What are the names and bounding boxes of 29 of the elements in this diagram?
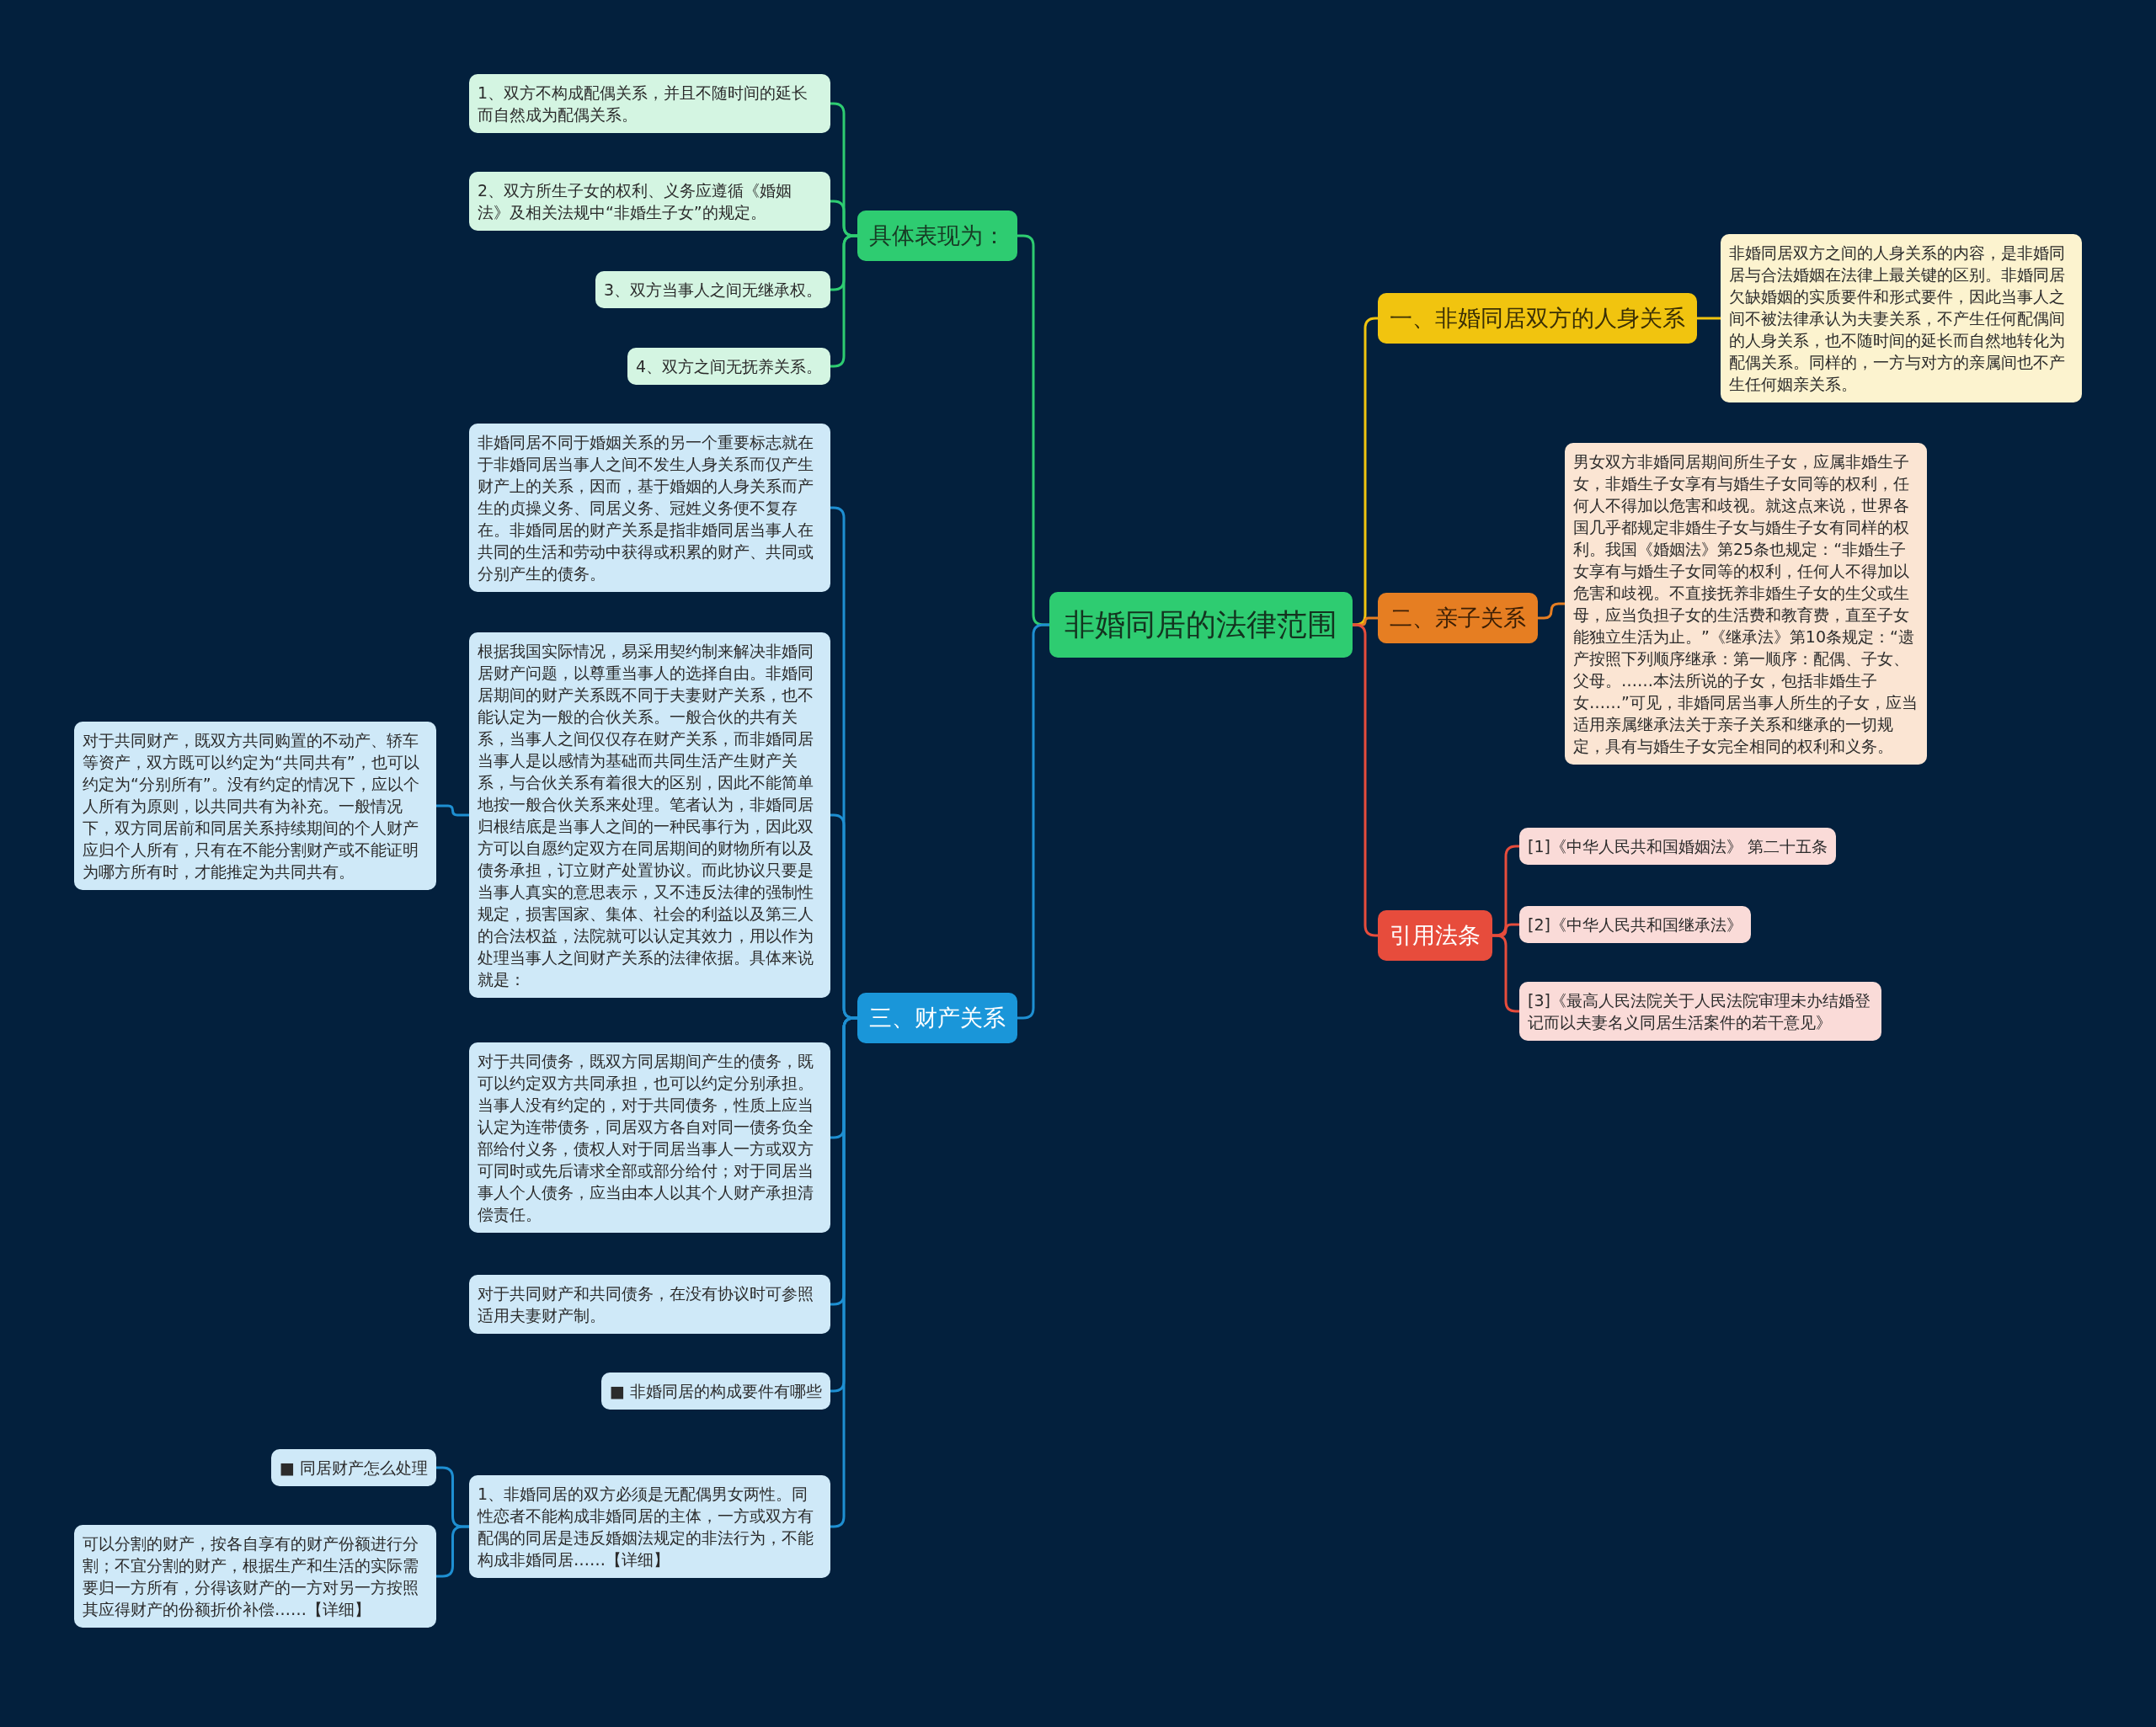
- note-box: 1、双方不构成配偶关系，并且不随时间的延长而自然成为配偶关系。: [469, 74, 830, 133]
- note-box: [1]《中华人民共和国婚姻法》 第二十五条: [1519, 828, 1836, 865]
- note-box: ■ 同居财产怎么处理: [271, 1449, 436, 1486]
- note-box: 非婚同居不同于婚姻关系的另一个重要标志就在于非婚同居当事人之间不发生人身关系而仅产生财产上的关系，因而，基于婚姻的人身关系而产生的贞操义务、同居义务、冠姓义务便不复存在。非婚同居的财产关系是指非婚同居当事人在共同的生活和劳动中获得或积累的财产、共同或分别产生的债务。: [469, 424, 830, 592]
- note-box: 可以分割的财产，按各自享有的财产份额进行分割；不宜分割的财产，根据生产和生活的实际需要归一方所有，分得该财产的一方对另一方按照其应得财产的份额折价补偿……【详细】: [74, 1525, 436, 1628]
- connector-line: [1538, 602, 1565, 620]
- note-box: 对于共同债务，既双方同居期间产生的债务，既可以约定双方共同承担，也可以约定分别承担。当事人没有约定的，对于共同债务，性质上应当认定为连带债务，同居双方各自对同一债务负全部给付义务，债权人对于同居当事人一方或双方可同时或先后请求全部或部分给付；对于同居当事人个人债务，应当由本人以其个人财产承担清偿责任。: [469, 1042, 830, 1233]
- note-box: 1、非婚同居的双方必须是无配偶男女两性。同性恋者不能构成非婚同居的主体，一方或双方有配偶的同居是违反婚姻法规定的非法行为，不能构成非婚同居……【详细】: [469, 1475, 830, 1578]
- central-topic-box: 非婚同居的法律范围: [1049, 592, 1353, 658]
- note-box: 4、双方之间无抚养关系。: [627, 348, 831, 385]
- note-box: 3、双方当事人之间无继承权。: [595, 271, 831, 308]
- branch-topic-box: 二、亲子关系: [1378, 593, 1538, 643]
- branch-topic-box: 具体表现为：: [857, 211, 1017, 261]
- note-box: [3]《最高人民法院关于人民法院审理未办结婚登记而以夫妻名义同居生活案件的若干意见》: [1519, 982, 1881, 1041]
- note-box: 根据我国实际情况，易采用契约制来解决非婚同居财产问题，以尊重当事人的选择自由。非婚同居期间的财产关系既不同于夫妻财产关系，也不能认定为一般的合伙关系。一般合伙的共有关系，当事人之间仅仅存在财产关系，而非婚同居当事人是以感情为基础而共同生活产生财产关系，与合伙关系有着很大的区别，因此不能简单地按一般合伙关系来处理。笔者认为，非婚同居归根结底是当事人之间的一种民事行为，因此双方可以自愿约定双方在同居期间的财物所有以及债务承担，订立财产处置协议。而此协议只要是当事人真实的意思表示，又不违反法律的强制性规定，损害国家、集体、社会的利益以及第三人的合法权益，法院就可以认定其效力，用以作为处理当事人之间财产关系的法律依据。具体来说就是：: [469, 632, 830, 998]
- note-box: 对于共同财产，既双方共同购置的不动产、轿车等资产，双方既可以约定为“共同共有”，也可以约定为“分别所有”。没有约定的情况下，应以个人所有为原则，以共同共有为补充。一般情况下，双方同居前和同居关系持续期间的个人财产应归个人所有，只有在不能分割财产或不能证明为哪方所有时，才能推定为共同共有。: [74, 722, 436, 890]
- branch-topic-box: 三、财产关系: [857, 993, 1017, 1043]
- note-box: 非婚同居双方之间的人身关系的内容，是非婚同居与合法婚姻在法律上最关键的区别。非婚同居欠缺婚姻的实质要件和形式要件，因此当事人之间不被法律承认为夫妻关系，不产生任何配偶间的人身关系，也不随时间的延长而自然地转化为配偶关系。同样的，一方与对方的亲属间也不产生任何姻亲关系。: [1721, 234, 2082, 402]
- note-box: ■ 非婚同居的构成要件有哪些: [601, 1373, 830, 1410]
- connector-line: [1017, 623, 1049, 1020]
- branch-topic-box: 一、非婚同居双方的人身关系: [1378, 293, 1697, 344]
- note-box: 对于共同财产和共同债务，在没有协议时可参照适用夫妻财产制。: [469, 1275, 830, 1334]
- connector-line: [1697, 317, 1721, 320]
- connector-line: [436, 804, 469, 817]
- branch-topic-box: 引用法条: [1378, 910, 1492, 961]
- note-box: [2]《中华人民共和国继承法》: [1519, 906, 1751, 943]
- connector-line: [436, 1525, 469, 1578]
- note-box: 男女双方非婚同居期间所生子女，应属非婚生子女，非婚生子女享有与婚生子女同等的权利，任何人不得加以危害和歧视。就这点来说，世界各国几乎都规定非婚生子女与婚生子女有同样的权利。我国《婚姻法》第25条也规定：“非婚生子女享有与婚生子女同等的权利，任何人不得加以危害和歧视。不直接抚养非婚生子女的生父或生母，应当负担子女的生活费和教育费，直至子女能独立生活为止。”《继承法》第10条规定：“遗产按照下列顺序继承：第一顺序：配偶、子女、父母。……本法所说的子女，包括非婚生子女……”可见，非婚同居当事人所生的子女，应当适用亲属继承法关于亲子关系和继承的一切规定，具有与婚生子女完全相同的权利和义务。: [1565, 443, 1927, 765]
- note-box: 2、双方所生子女的权利、义务应遵循《婚姻法》及相关法规中“非婚生子女”的规定。: [469, 172, 830, 231]
